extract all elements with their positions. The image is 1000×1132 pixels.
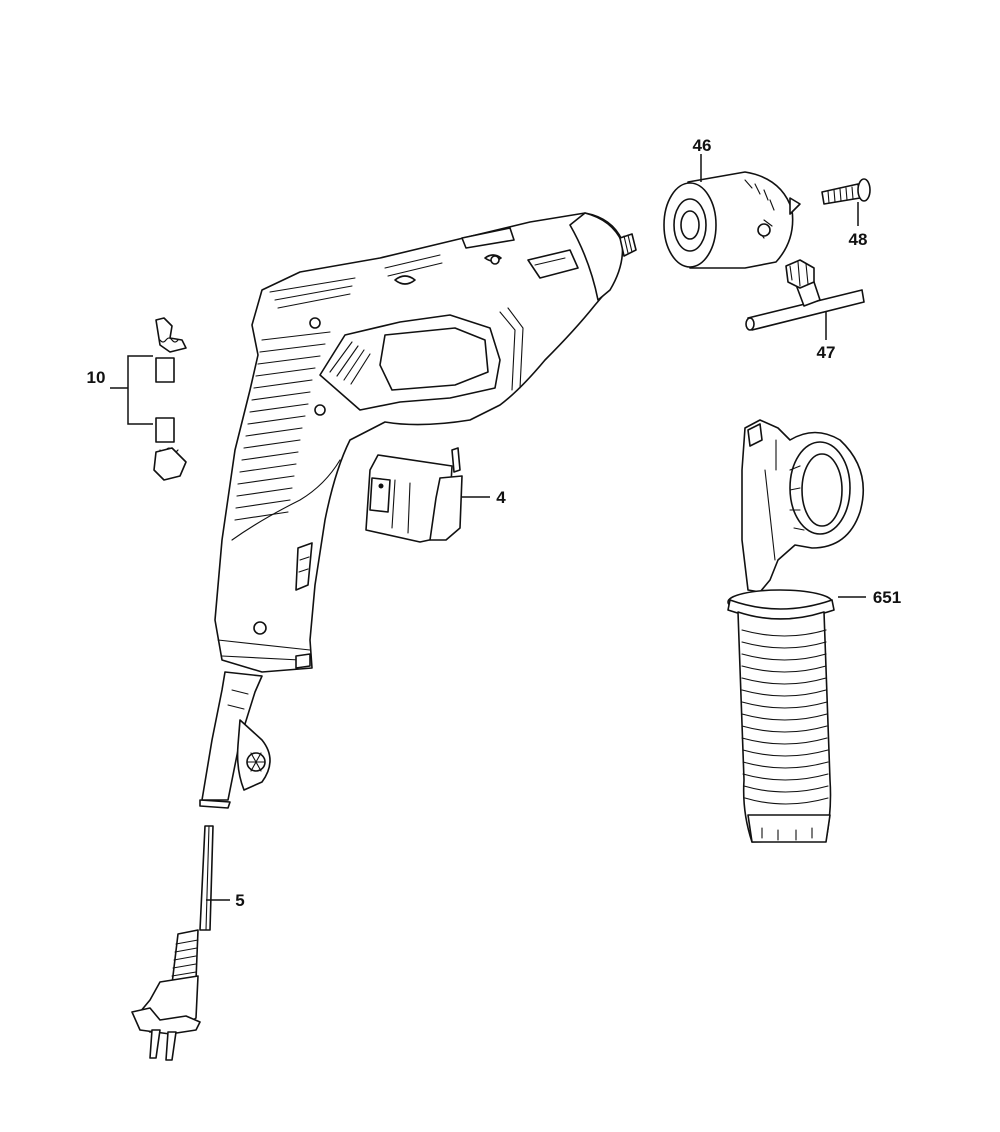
chuck-key [745,259,865,331]
auxiliary-handle [727,419,865,843]
callout-4: 4 [496,488,506,507]
leader-10 [110,355,153,425]
cord-strain-relief [199,671,271,809]
callout-10: 10 [87,368,106,387]
drill-chuck [663,171,801,269]
screw [821,178,871,205]
callout-48: 48 [849,230,868,249]
callout-46: 46 [693,136,712,155]
callout-651: 651 [873,588,901,607]
power-cord [131,825,214,1061]
carbon-brush-upper [155,317,187,383]
carbon-brush-lower [153,417,187,481]
leader-lines [110,154,866,901]
drill-housing [214,212,637,673]
switch [365,447,463,543]
callout-5: 5 [235,891,244,910]
callout-47: 47 [817,343,836,362]
